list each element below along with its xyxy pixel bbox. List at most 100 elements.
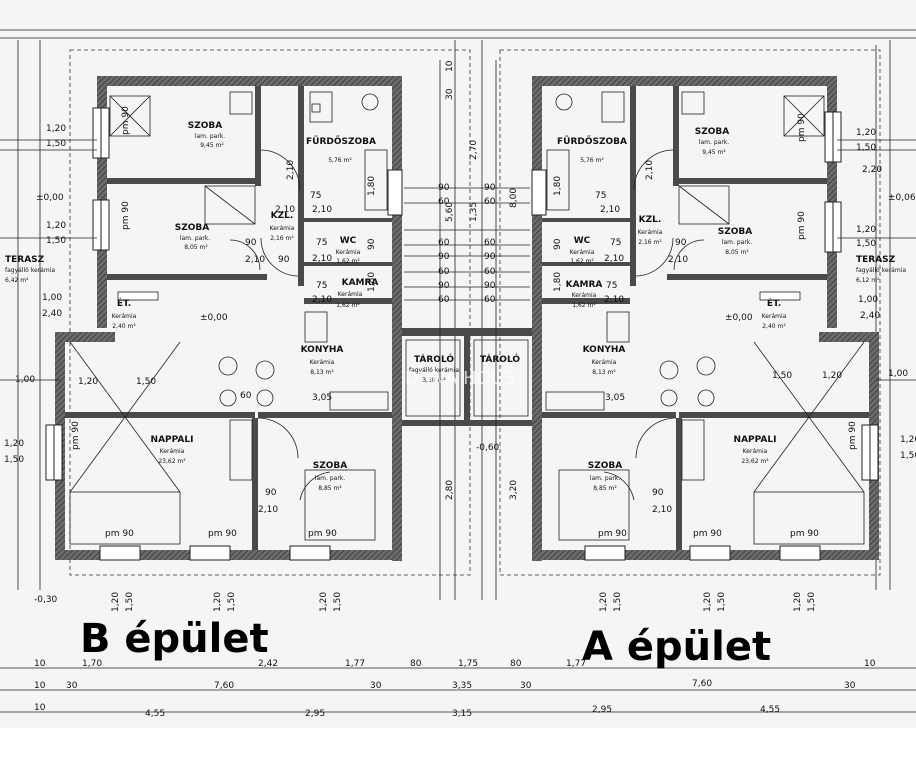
svg-text:WC: WC <box>574 236 591 246</box>
svg-text:-0,60: -0,60 <box>476 443 500 453</box>
svg-text:1,20: 1,20 <box>78 377 98 387</box>
svg-text:1,20: 1,20 <box>793 592 803 612</box>
svg-text:KONYHA: KONYHA <box>301 345 344 355</box>
svg-text:pm 90: pm 90 <box>121 201 131 230</box>
svg-text:10: 10 <box>34 703 46 713</box>
svg-text:Kerámia: Kerámia <box>310 359 335 366</box>
svg-text:lam. park.: lam. park. <box>699 139 729 146</box>
room-label-b-tarolo: TÁROLÓ fagyálló kerámia 3,10 m² <box>409 353 459 384</box>
svg-text:7,60: 7,60 <box>692 679 712 689</box>
svg-text:8,85 m²: 8,85 m² <box>318 485 342 492</box>
svg-text:30: 30 <box>520 681 532 691</box>
svg-text:lam. park.: lam. park. <box>195 133 225 140</box>
building-b-walls <box>45 76 403 561</box>
svg-text:9,45 m²: 9,45 m² <box>702 149 726 156</box>
svg-text:80: 80 <box>410 659 422 669</box>
svg-text:ÉT.: ÉT. <box>767 297 781 309</box>
svg-text:90: 90 <box>367 238 377 250</box>
room-label-b-szoba2: SZOBA lam. park. 8,05 m² <box>175 223 211 251</box>
room-label-b-et: ÉT. Kerámia 2,40 m² <box>112 297 137 330</box>
room-label-a-tarolo: TÁROLÓ <box>480 353 520 365</box>
svg-text:2,10: 2,10 <box>312 205 332 215</box>
svg-text:60: 60 <box>438 267 450 277</box>
svg-text:Kerámia: Kerámia <box>592 359 617 366</box>
svg-text:pm 90: pm 90 <box>105 529 134 539</box>
svg-text:TÁROLÓ: TÁROLÓ <box>414 353 454 365</box>
dimension-labels: 1,20 1,50 ±0,00 1,20 1,50 1,00 2,40 1,00… <box>4 60 916 719</box>
svg-text:1,20: 1,20 <box>856 128 876 138</box>
svg-text:1,77: 1,77 <box>566 659 586 669</box>
svg-text:2,20: 2,20 <box>862 165 882 175</box>
svg-text:2,16 m²: 2,16 m² <box>638 239 662 246</box>
svg-text:2,42: 2,42 <box>258 659 278 669</box>
svg-text:3,05: 3,05 <box>605 393 625 403</box>
room-label-a-terasz: TERASZ fagyálló kerámia 6,12 m² <box>856 255 906 284</box>
svg-text:2,10: 2,10 <box>600 205 620 215</box>
svg-text:NAPPALI: NAPPALI <box>734 435 777 445</box>
svg-text:SZOBA: SZOBA <box>313 461 348 471</box>
svg-text:2,40: 2,40 <box>42 309 62 319</box>
room-label-a-wc: WC Kerámia 1,62 m² <box>570 236 595 265</box>
svg-text:80: 80 <box>510 659 522 669</box>
svg-text:60: 60 <box>438 197 450 207</box>
svg-text:1,20: 1,20 <box>856 225 876 235</box>
svg-text:8,00: 8,00 <box>509 188 519 208</box>
svg-text:2,95: 2,95 <box>305 709 325 719</box>
svg-text:2,80: 2,80 <box>445 480 455 500</box>
svg-text:1,50: 1,50 <box>613 592 623 612</box>
svg-text:30: 30 <box>370 681 382 691</box>
svg-text:pm 90: pm 90 <box>693 529 722 539</box>
svg-text:2,16 m²: 2,16 m² <box>270 235 294 242</box>
svg-text:±0,06: ±0,06 <box>888 193 916 203</box>
svg-text:3,35: 3,35 <box>452 681 472 691</box>
center-dim-lines <box>0 60 916 713</box>
svg-text:3,10 m²: 3,10 m² <box>422 377 446 384</box>
svg-text:90: 90 <box>438 252 450 262</box>
svg-text:pm 90: pm 90 <box>848 421 858 450</box>
svg-text:KONYHA: KONYHA <box>583 345 626 355</box>
building-a-fixtures <box>545 91 865 545</box>
svg-text:75: 75 <box>610 238 621 248</box>
svg-text:4,55: 4,55 <box>760 705 780 715</box>
building-a-label: A épület <box>582 624 771 670</box>
svg-text:Kerámia: Kerámia <box>336 249 361 256</box>
room-label-a-kamra: KAMRA Kerámia 1,62 m² <box>566 280 603 309</box>
svg-text:2,10: 2,10 <box>604 295 624 305</box>
svg-text:1,50: 1,50 <box>717 592 727 612</box>
svg-text:1,20: 1,20 <box>599 592 609 612</box>
svg-text:60: 60 <box>484 295 496 305</box>
svg-text:1,50: 1,50 <box>333 592 343 612</box>
svg-text:1,20: 1,20 <box>4 439 24 449</box>
svg-text:Kerámia: Kerámia <box>338 291 363 298</box>
svg-text:1,00: 1,00 <box>858 295 878 305</box>
svg-text:90: 90 <box>484 183 496 193</box>
svg-text:90: 90 <box>278 255 290 265</box>
svg-text:60: 60 <box>240 391 252 401</box>
svg-text:lam. park.: lam. park. <box>722 239 752 246</box>
svg-text:SZOBA: SZOBA <box>588 461 623 471</box>
svg-text:90: 90 <box>553 238 563 250</box>
svg-text:2,10: 2,10 <box>275 205 295 215</box>
storage-walls <box>402 328 532 426</box>
svg-text:fagyálló kerámia: fagyálló kerámia <box>409 367 459 374</box>
svg-text:2,10: 2,10 <box>312 254 332 264</box>
svg-text:Kerámia: Kerámia <box>570 249 595 256</box>
svg-text:SZOBA: SZOBA <box>718 227 753 237</box>
svg-text:60: 60 <box>484 197 496 207</box>
svg-text:SZOBA: SZOBA <box>695 127 730 137</box>
room-label-b-kamra: KAMRA Kerámia 1,62 m² <box>336 278 378 309</box>
svg-text:1,20: 1,20 <box>46 221 66 231</box>
svg-text:pm 90: pm 90 <box>797 113 807 142</box>
svg-text:1,20: 1,20 <box>703 592 713 612</box>
svg-text:2,10: 2,10 <box>258 505 278 515</box>
svg-text:60: 60 <box>484 267 496 277</box>
room-label-a-konyha: KONYHA Kerámia 8,13 m² <box>583 345 626 376</box>
room-label-a-szoba3: SZOBA lam. park. 8,85 m² <box>588 461 623 492</box>
svg-text:3,05: 3,05 <box>312 393 332 403</box>
svg-text:8,05 m²: 8,05 m² <box>725 249 749 256</box>
svg-text:TERASZ: TERASZ <box>856 255 896 265</box>
svg-text:1,70: 1,70 <box>82 659 102 669</box>
svg-text:lam. park.: lam. park. <box>180 235 210 242</box>
svg-text:10: 10 <box>34 681 46 691</box>
